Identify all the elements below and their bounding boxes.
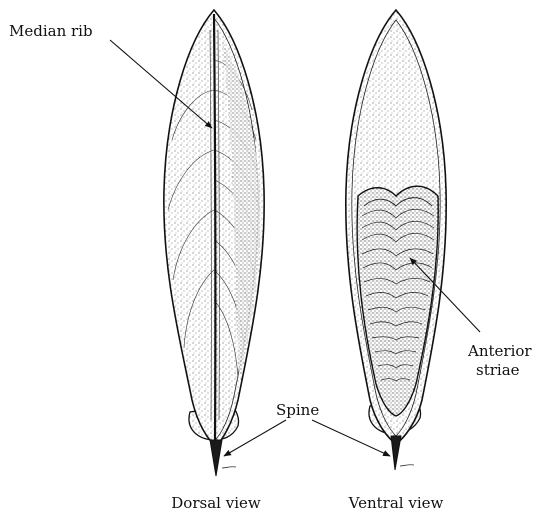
dorsal-spine xyxy=(210,440,222,476)
ventral-spine xyxy=(391,436,401,470)
ventral-view-caption: Ventral view xyxy=(348,494,444,512)
anterior-striae-label-line1: Anterior xyxy=(467,342,532,360)
median-rib-label: Median rib xyxy=(9,22,93,40)
anterior-striae-label-line2: striae xyxy=(476,361,520,379)
spine-label: Spine xyxy=(276,401,319,419)
ventral-cuttlebone xyxy=(346,10,446,470)
median-rib xyxy=(214,14,215,440)
dorsal-cuttlebone xyxy=(164,10,264,476)
dorsal-view-caption: Dorsal view xyxy=(171,494,261,512)
